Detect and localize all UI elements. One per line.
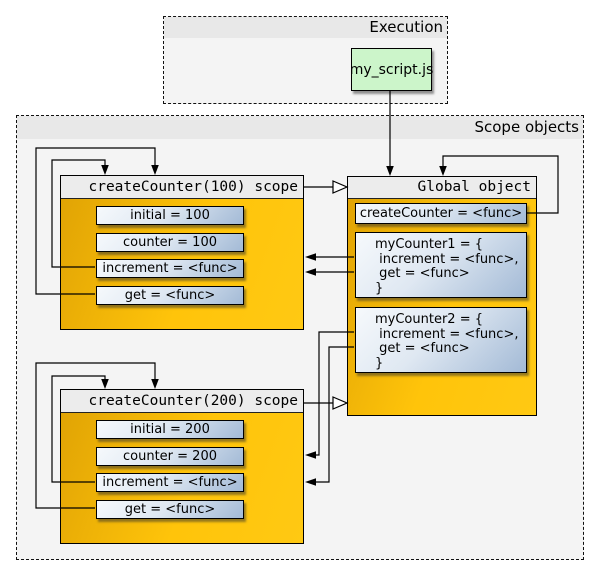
- execution-title: Execution: [369, 18, 443, 36]
- scope200-var-increment: increment = <func>: [96, 473, 244, 492]
- scope100-var-counter: counter = 100: [96, 233, 244, 252]
- scope200-title: createCounter(200) scope: [88, 393, 298, 409]
- global-object-title: Global object: [417, 179, 532, 195]
- scope200-var-initial: initial = 200: [96, 420, 244, 439]
- scope100-header: createCounter(100) scope: [61, 176, 303, 199]
- scope200-var-counter: counter = 200: [96, 447, 244, 466]
- scope100-var-get: get = <func>: [96, 286, 244, 305]
- scope-objects-title: Scope objects: [474, 118, 579, 136]
- global-object-header: Global object: [348, 177, 536, 199]
- scope200-header: createCounter(200) scope: [61, 390, 303, 413]
- global-object-node: Global object createCounter = <func> myC…: [347, 176, 537, 416]
- my-script-label: my_script.js: [349, 61, 434, 78]
- global-obj-mycounter1: myCounter1 = { increment = <func>, get =…: [355, 232, 527, 298]
- scope100-title: createCounter(100) scope: [88, 179, 298, 195]
- scope100-var-initial: initial = 100: [96, 206, 244, 225]
- scope200-node: createCounter(200) scope initial = 200 c…: [60, 389, 304, 544]
- scope100-node: createCounter(100) scope initial = 100 c…: [60, 175, 304, 330]
- global-obj-mycounter2: myCounter2 = { increment = <func>, get =…: [355, 307, 527, 373]
- execution-panel-header: Execution: [164, 17, 447, 38]
- scope200-var-get: get = <func>: [96, 500, 244, 519]
- my-script-node: my_script.js: [349, 48, 434, 91]
- scope-objects-panel-header: Scope objects: [17, 116, 583, 139]
- scope100-var-increment: increment = <func>: [96, 259, 244, 278]
- global-var-createcounter: createCounter = <func>: [355, 203, 527, 224]
